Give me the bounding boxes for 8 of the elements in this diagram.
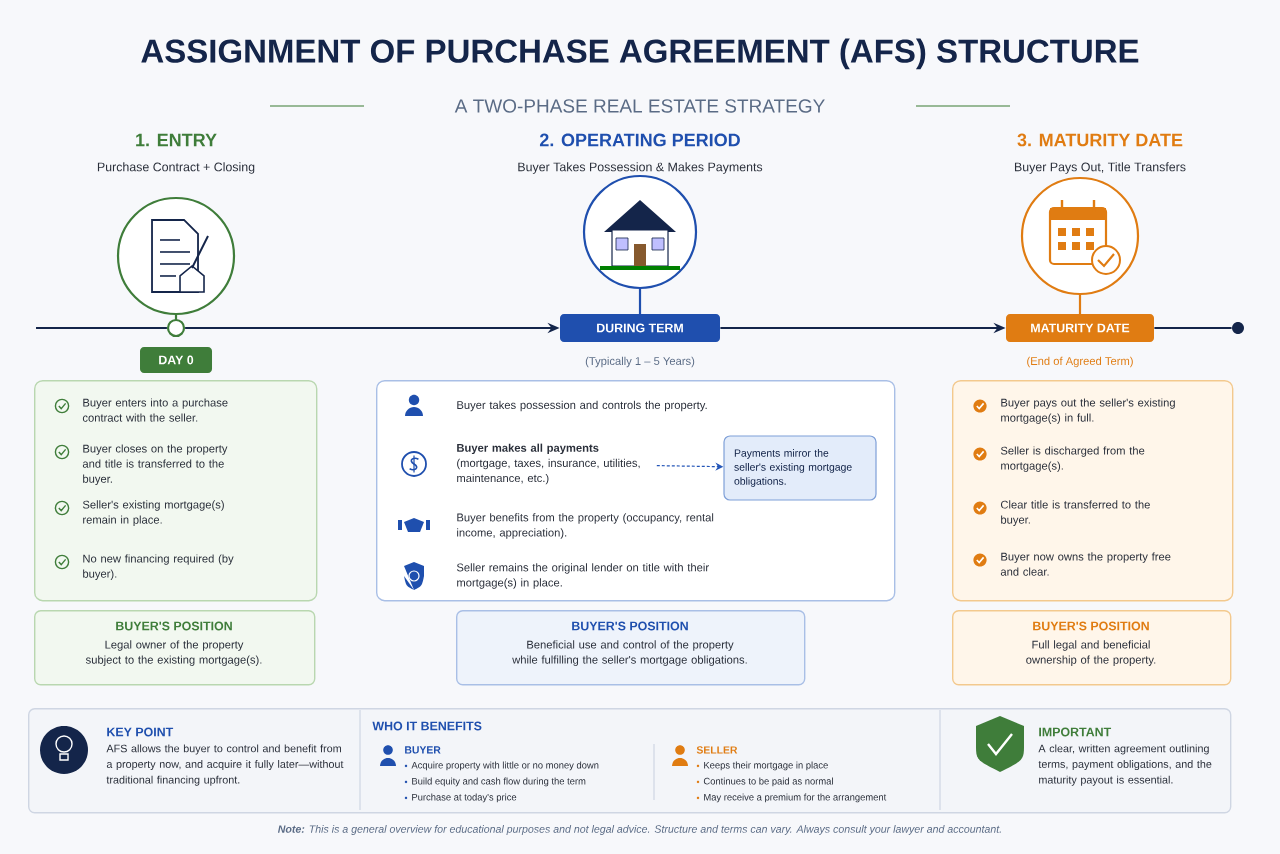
phase-heading: 1. ENTRY [136,133,217,147]
step-card [376,380,896,602]
phase-heading: 2. OPERATING PERIOD [539,133,740,147]
timeline-line [36,326,167,330]
timeline-line [1154,326,1232,330]
title: ASSIGNMENT OF PURCHASE AGREEMENT (AFS) STRUCTURE [141,38,1139,70]
phase-heading: 3. MATURITY DATE [1017,133,1183,147]
subtitle: A TWO-PHASE REAL ESTATE STRATEGY [454,99,825,113]
